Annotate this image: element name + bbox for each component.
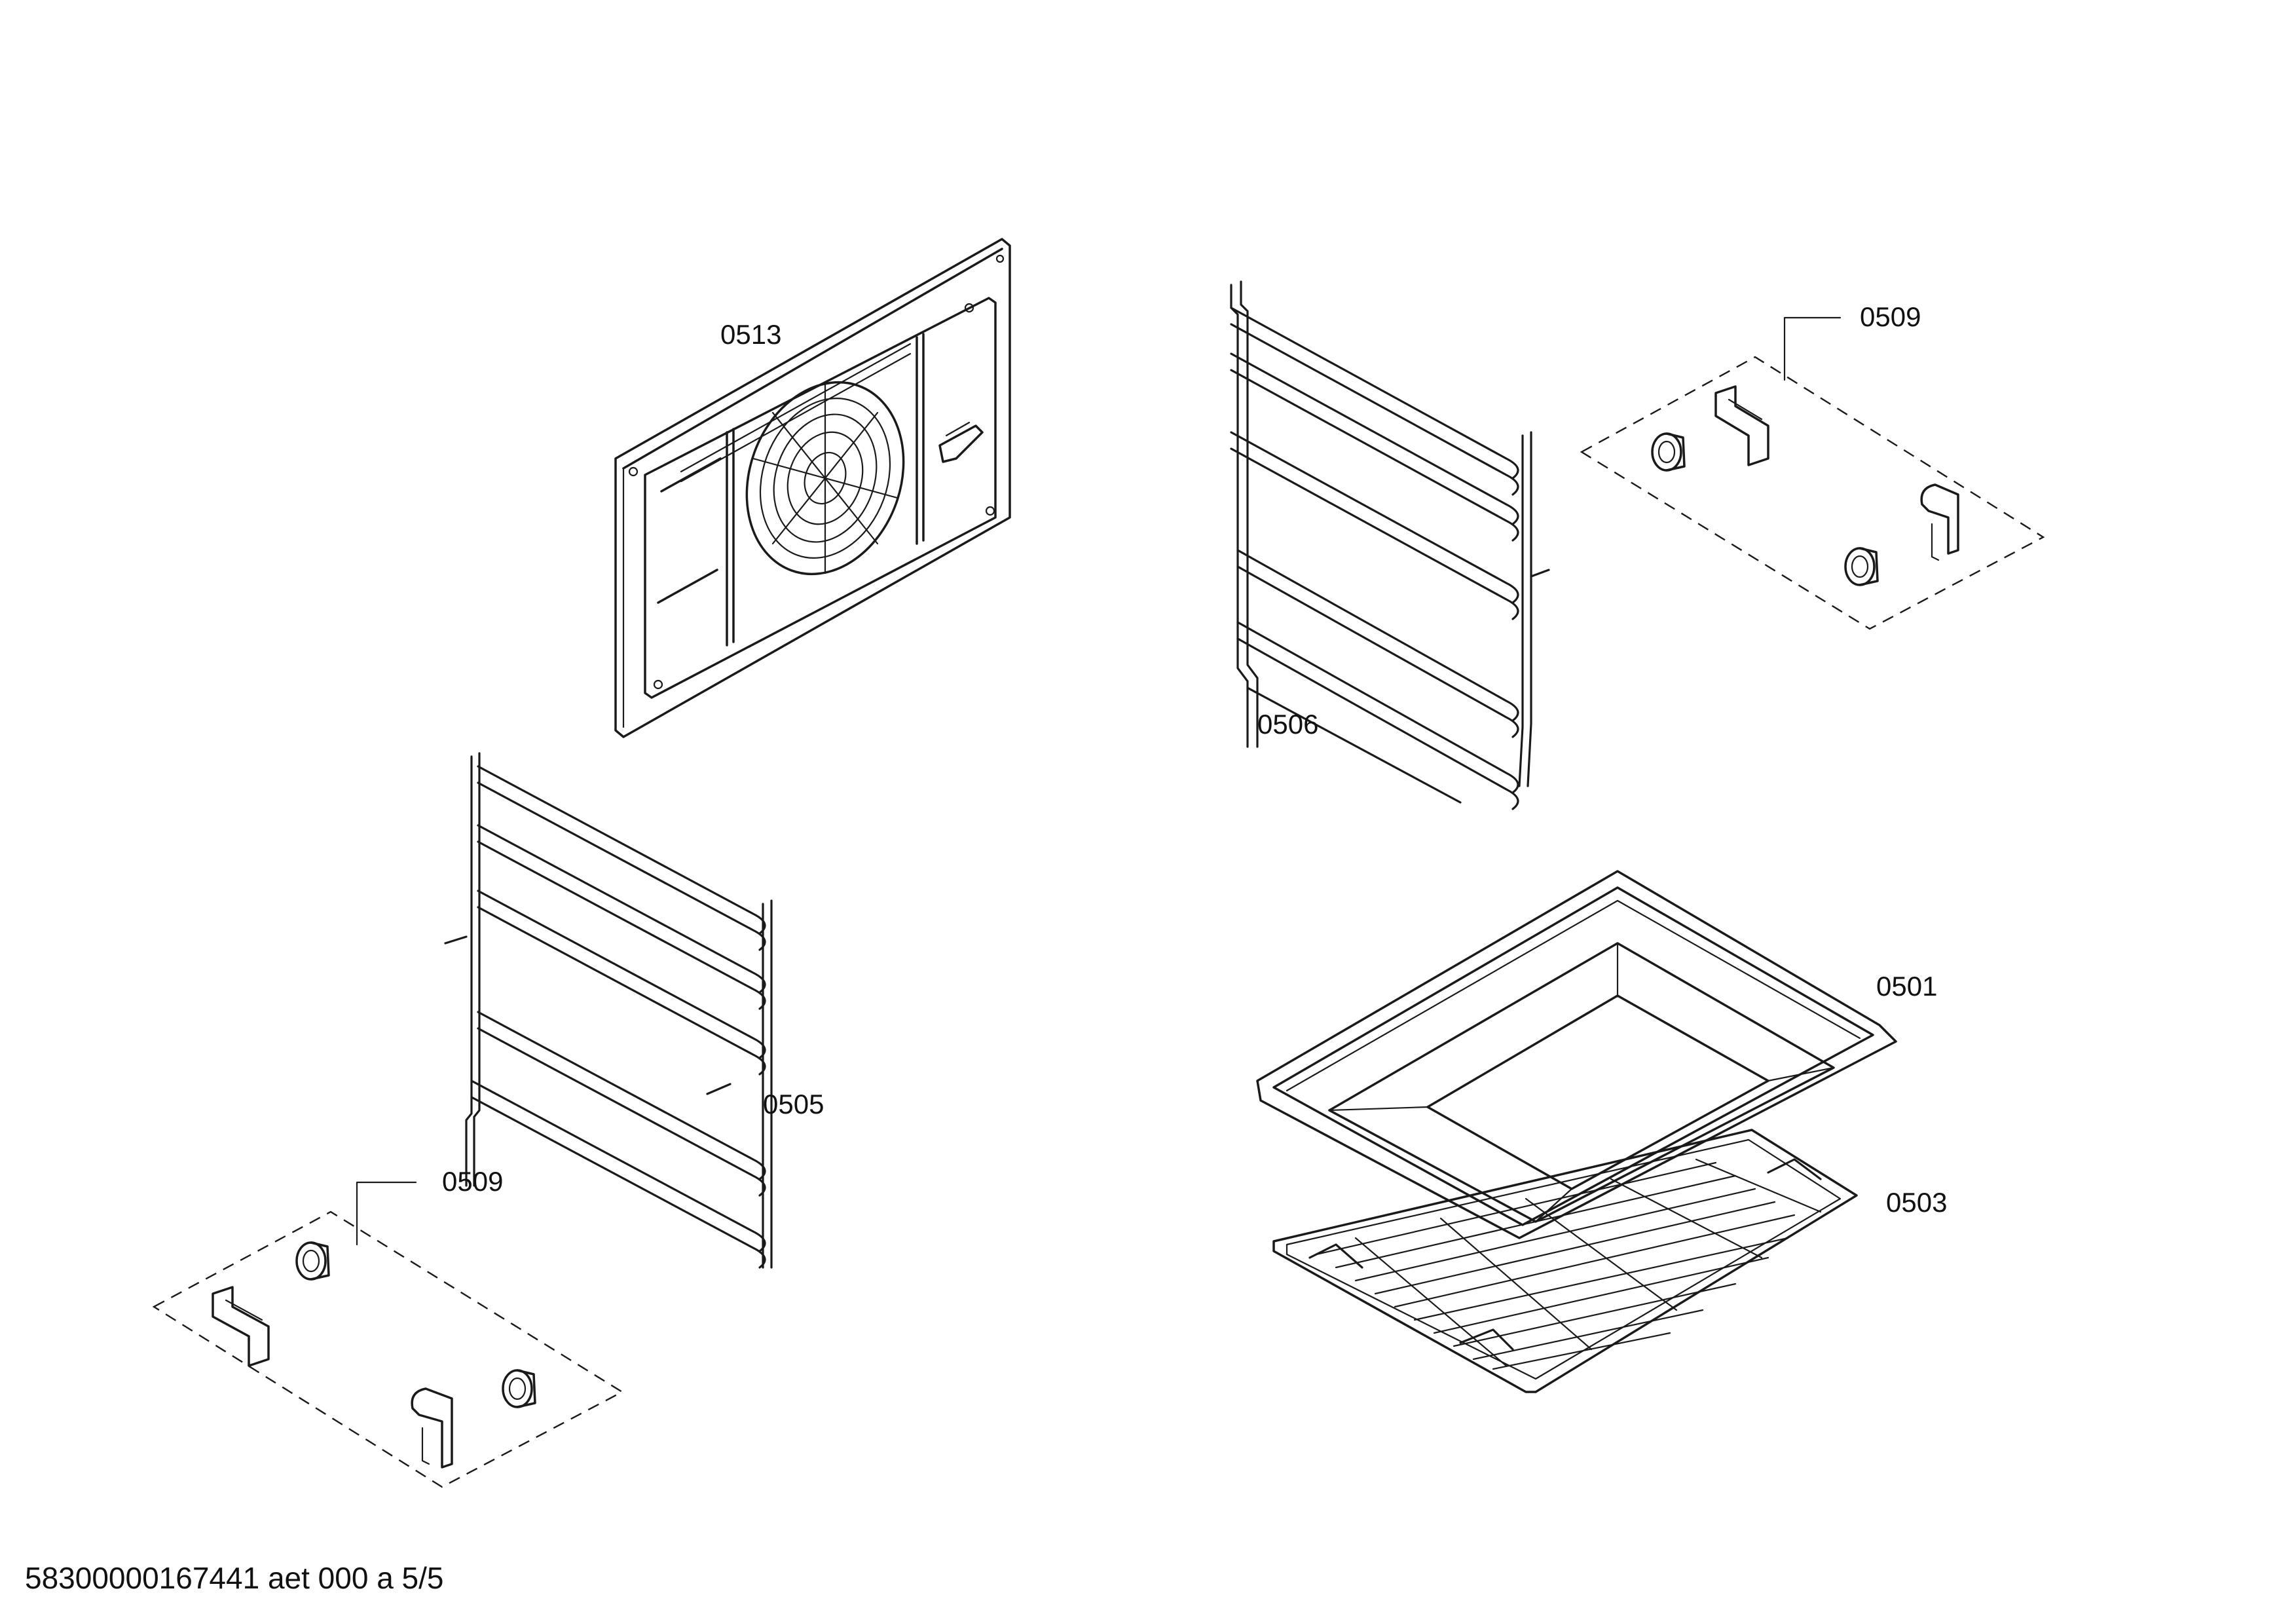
- label-0505: 0505: [763, 1089, 824, 1119]
- label-0503: 0503: [1886, 1187, 1947, 1218]
- baking-tray: [1256, 870, 1897, 1239]
- spring-latch-icon: [411, 1387, 453, 1469]
- fastener-kit-left: [152, 1181, 624, 1488]
- rack-rungs: [470, 765, 766, 1269]
- rack-rungs: [1230, 307, 1519, 810]
- wire-grid-shelf: [1272, 1129, 1858, 1393]
- bushing-icon: [1844, 547, 1879, 586]
- document-id: 58300000167441 aet 000 a 5/5: [25, 1561, 444, 1595]
- bracket-clip-icon: [1714, 385, 1769, 466]
- label-0509-left: 0509: [442, 1166, 503, 1197]
- fan-grill-icon: [745, 381, 905, 576]
- grid-wires: [1315, 1158, 1822, 1370]
- fastener-kit-right: [1580, 316, 2045, 630]
- left-side-rack: [444, 752, 773, 1269]
- label-0506: 0506: [1257, 709, 1318, 740]
- bushing-icon: [502, 1369, 536, 1408]
- label-0509-right: 0509: [1860, 301, 1921, 332]
- bushing-icon: [1651, 432, 1686, 472]
- spring-latch-icon: [1920, 483, 1959, 561]
- label-0513: 0513: [720, 319, 781, 350]
- bracket-clip-icon: [212, 1286, 270, 1367]
- label-0501: 0501: [1876, 971, 1937, 1002]
- right-side-rack: [1230, 280, 1550, 810]
- rear-panel-fan-cover: [614, 238, 1011, 738]
- bushing-icon: [295, 1241, 330, 1281]
